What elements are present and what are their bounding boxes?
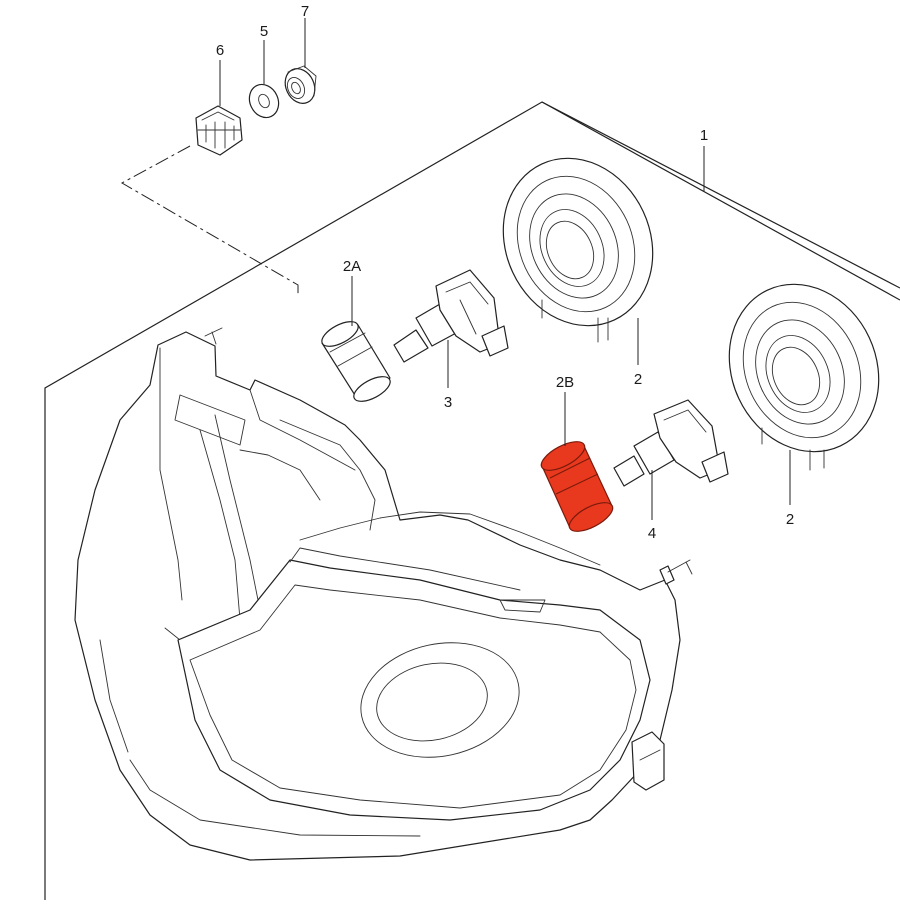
callout-7: 7 xyxy=(301,3,309,20)
assembly-frame xyxy=(44,101,900,900)
callout-2-upper: 2 xyxy=(634,371,642,388)
callout-2-lower: 2 xyxy=(786,511,794,528)
part-2b-ring-highlighted xyxy=(540,392,614,532)
part-5-washer xyxy=(248,40,280,119)
part-2a-ring xyxy=(321,276,391,402)
part-2-upper-housing xyxy=(502,157,654,365)
part-6-clip xyxy=(195,60,243,156)
part-3-bulb xyxy=(393,269,509,388)
callout-5: 5 xyxy=(260,23,268,40)
callout-3: 3 xyxy=(444,394,452,411)
part-4-bulb xyxy=(613,399,729,520)
callout-2a: 2A xyxy=(343,258,361,275)
callout-4: 4 xyxy=(648,525,656,542)
callout-6: 6 xyxy=(216,42,224,59)
headlight-housing xyxy=(74,327,693,861)
part-7-grommet xyxy=(284,18,317,104)
callout-2b: 2B xyxy=(556,374,574,391)
callout-1: 1 xyxy=(700,127,708,144)
subgroup-frame xyxy=(120,145,299,295)
part-2-lower-housing xyxy=(728,283,880,505)
callout-labels: 1 2A 2B 2 2 3 4 5 6 7 xyxy=(216,3,794,542)
